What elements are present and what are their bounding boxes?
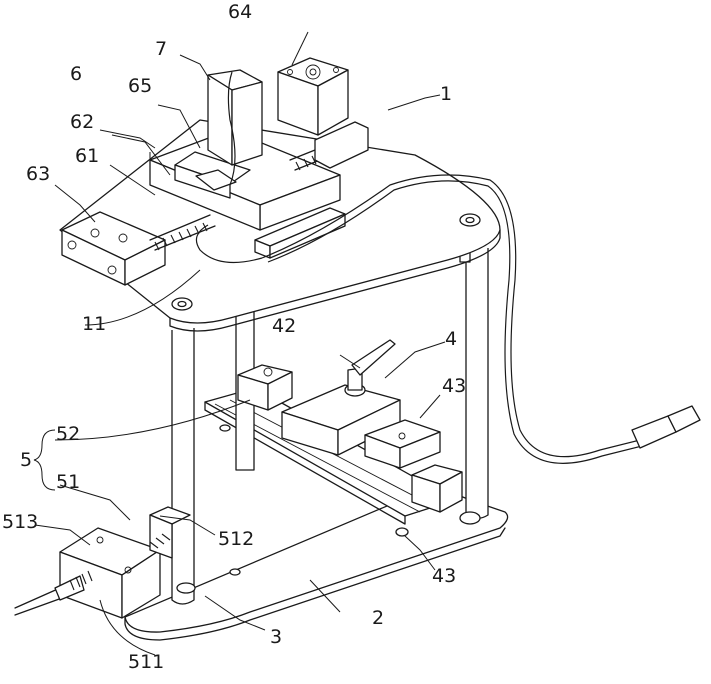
holder-52 [238,365,292,410]
motor-64 [278,58,348,135]
label-62: 62 [70,111,94,133]
label-511: 511 [128,651,164,673]
label-7: 7 [155,38,167,60]
label-3: 3 [270,626,282,648]
label-2: 2 [372,607,384,629]
label-63: 63 [26,163,50,185]
label-4: 4 [445,328,457,350]
label-42: 42 [272,315,296,337]
label-11: 11 [82,313,106,335]
label-1: 1 [440,83,452,105]
label-64: 64 [228,1,252,23]
label-512: 512 [218,528,254,550]
label-6: 6 [70,63,82,85]
label-43b: 43 [432,565,456,587]
label-61: 61 [75,145,99,167]
label-5: 5 [20,449,32,471]
label-51: 51 [56,471,80,493]
label-65: 65 [128,75,152,97]
label-43a: 43 [442,375,466,397]
block-513 [60,528,160,618]
label-513: 513 [2,511,38,533]
label-52: 52 [56,423,80,445]
